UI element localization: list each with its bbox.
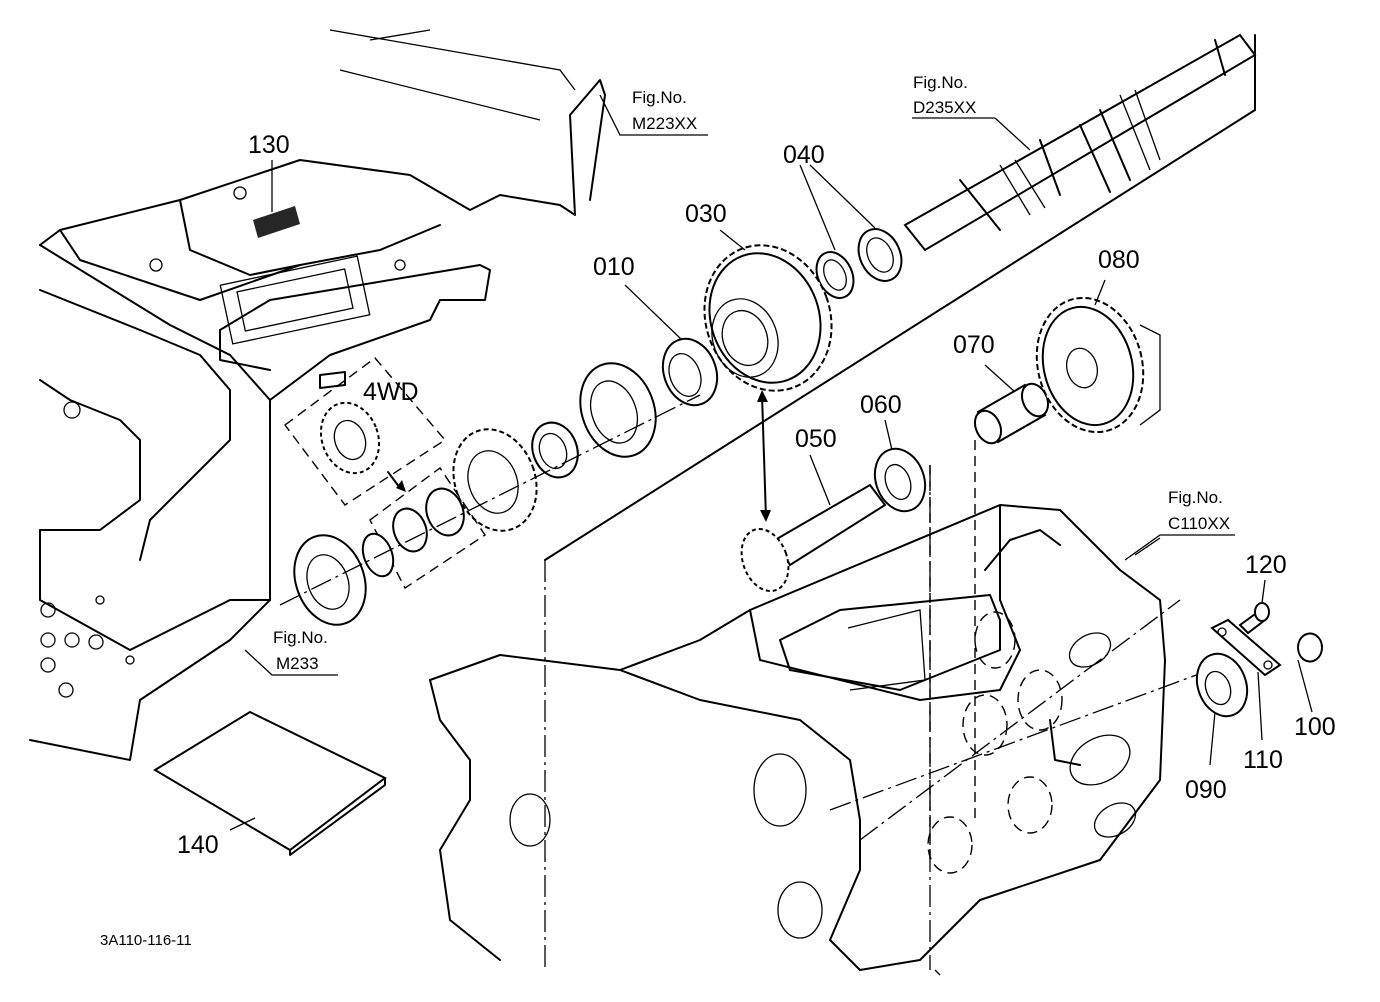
fig-ref-m223-line2: M223XX <box>632 114 697 133</box>
figure-references: Fig.No. M223XX Fig.No. D235XX Fig.No. C1… <box>273 73 1230 673</box>
callout-050: 050 <box>795 425 837 453</box>
callout-030: 030 <box>685 200 727 228</box>
fig-ref-d235-line1: Fig.No. <box>913 73 968 92</box>
bearing-and-snap-ring <box>293 532 395 626</box>
callout-040: 040 <box>783 141 825 169</box>
part-130-plate <box>253 160 300 238</box>
callout-120: 120 <box>1245 551 1287 579</box>
4wd-group-box <box>284 357 486 590</box>
callout-070: 070 <box>953 331 995 359</box>
part-070-collar <box>973 364 1050 445</box>
drawing-code: 3A110-116-11 <box>100 932 192 949</box>
callout-130: 130 <box>248 131 290 159</box>
callout-080: 080 <box>1098 246 1140 274</box>
callout-110: 110 <box>1243 746 1283 774</box>
part-140-manual-sheet <box>153 710 387 856</box>
part-050-pinion-shaft <box>740 454 887 592</box>
ball-bearing <box>579 362 657 458</box>
fig-ref-c110-line1: Fig.No. <box>1168 488 1223 507</box>
part-040-needle-bearings <box>799 164 903 299</box>
hidden-shaft-lines <box>927 440 1063 874</box>
assembly-center-lines <box>279 394 1211 976</box>
callout-090: 090 <box>1185 776 1227 804</box>
main-shaft <box>544 33 1257 561</box>
part-060-bearing <box>873 419 927 513</box>
part-080-gear <box>1035 279 1161 434</box>
frame-housing-left <box>29 29 606 761</box>
callout-140: 140 <box>177 831 219 859</box>
group-label-4wd: 4WD <box>363 378 419 406</box>
part-120-bolt <box>1238 579 1270 635</box>
figure-ref-leaders <box>244 94 1235 676</box>
fig-ref-m233-line1: Fig.No. <box>273 628 328 647</box>
fig-ref-m223-line1: Fig.No. <box>632 88 687 107</box>
part-030-gear <box>703 229 833 392</box>
callout-100: 100 <box>1294 713 1336 741</box>
fig-ref-m233-line2: M233 <box>276 654 319 673</box>
engagement-arrow <box>757 390 771 522</box>
callout-060: 060 <box>860 391 902 419</box>
fig-ref-d235-line2: D235XX <box>913 98 976 117</box>
needle-bearing <box>531 421 579 479</box>
fig-ref-c110-line2: C110XX <box>1168 514 1230 533</box>
part-callouts: 010 030 040 050 060 070 080 090 100 110 … <box>177 131 1336 859</box>
callout-010: 010 <box>593 253 635 281</box>
transmission-case <box>429 504 1166 971</box>
part-100-snap-ring <box>1297 632 1323 713</box>
sliding-gear <box>452 428 538 532</box>
part-090-bearing <box>1195 652 1249 766</box>
part-110-plate <box>1210 618 1282 741</box>
part-010-collar <box>624 284 719 407</box>
